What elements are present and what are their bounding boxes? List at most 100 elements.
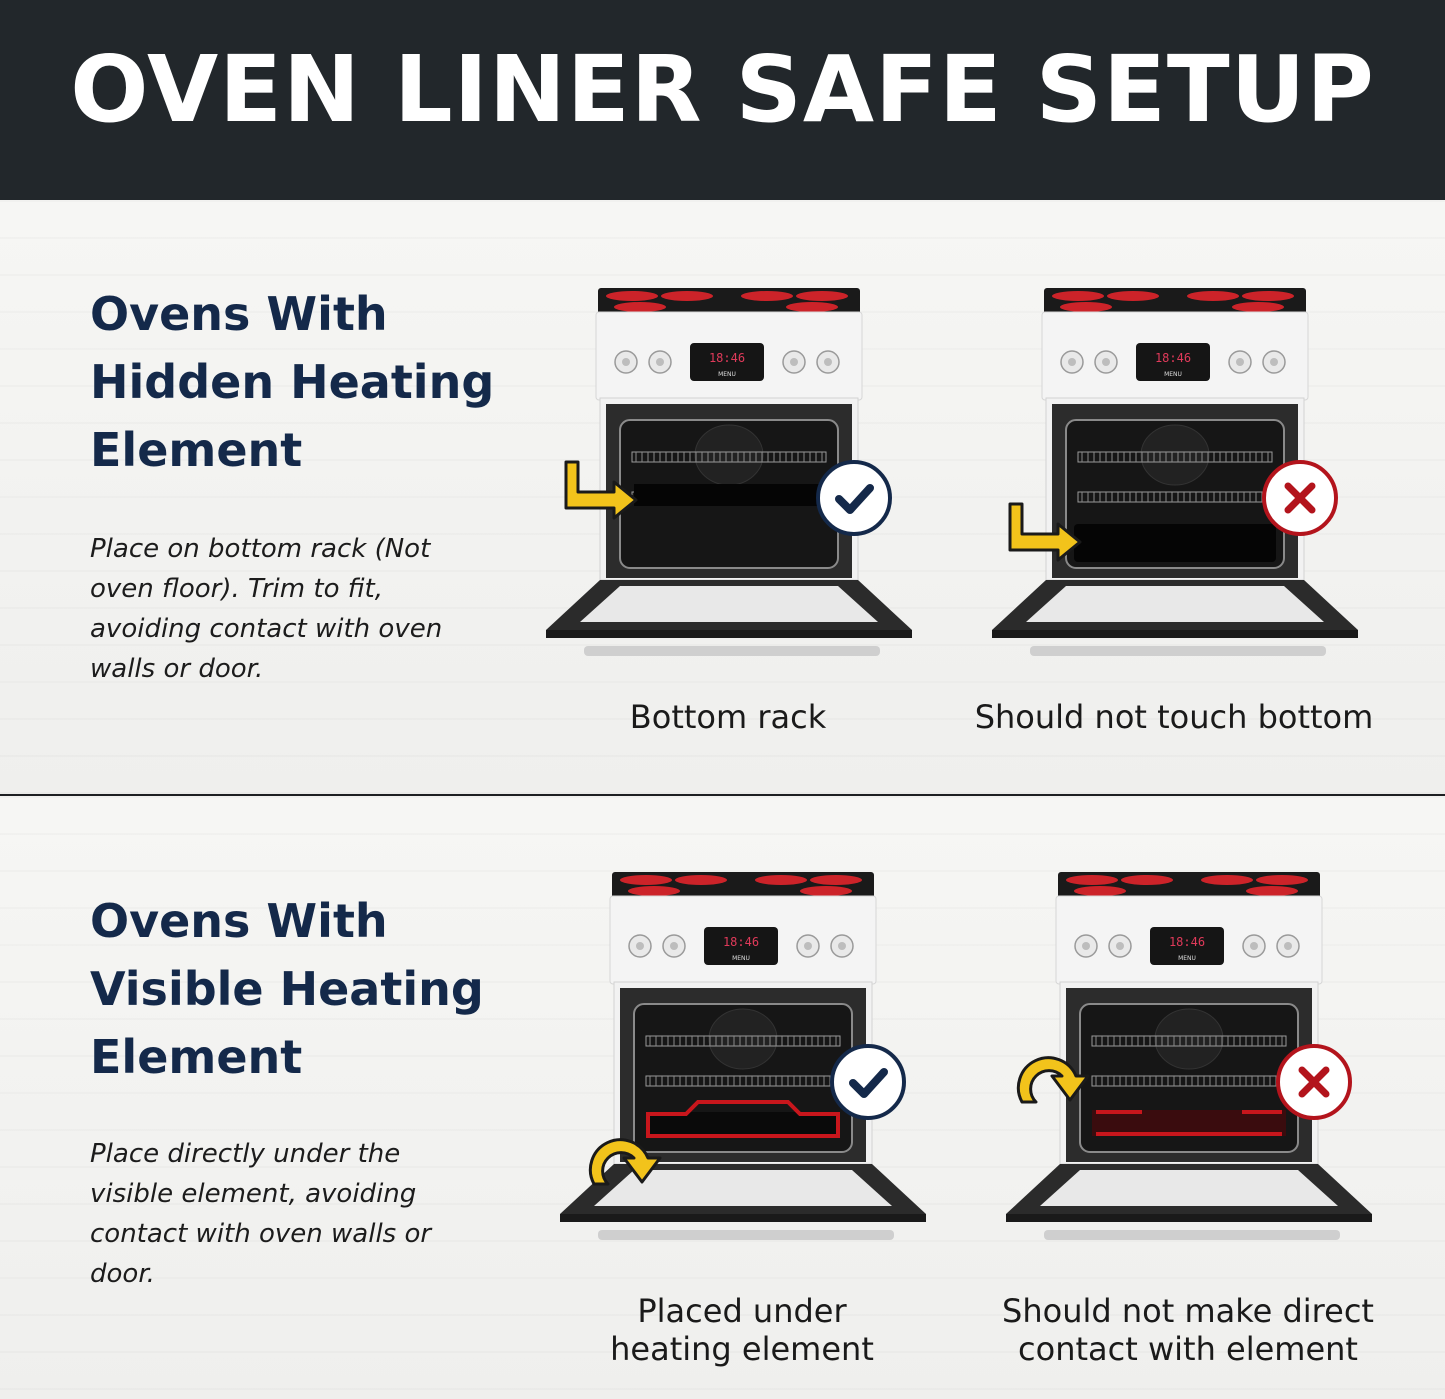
display-time: 18:46	[1155, 351, 1191, 365]
knob-center	[656, 358, 664, 366]
panel-caption: Should not make direct contact with elem…	[1002, 1292, 1374, 1368]
display-menu-label: MENU	[1178, 955, 1196, 962]
burner	[628, 886, 680, 896]
display-menu-label: MENU	[718, 371, 736, 378]
burner	[1242, 291, 1294, 301]
oven-display	[1150, 927, 1224, 965]
check-icon	[835, 484, 874, 514]
knob-center	[1284, 942, 1292, 950]
header-banner: OVEN LINER SAFE SETUP	[0, 0, 1445, 200]
knob-center	[1250, 942, 1258, 950]
burner	[800, 886, 852, 896]
burner	[620, 875, 672, 885]
oven-base	[1044, 1230, 1340, 1240]
knob-center	[1236, 358, 1244, 366]
oven-base	[598, 1230, 894, 1240]
oven-door-edge	[560, 1214, 926, 1222]
burner	[1246, 886, 1298, 896]
arrow-icon	[1008, 502, 1082, 562]
oven-fan	[694, 424, 764, 486]
oven-display	[1136, 343, 1210, 381]
knob-center	[636, 942, 644, 950]
burner	[1121, 875, 1173, 885]
panel-caption: Placed under heating element	[610, 1292, 874, 1368]
burner	[1074, 886, 1126, 896]
knob-center	[804, 942, 812, 950]
oven-door-glass	[580, 586, 878, 622]
oven-display	[704, 927, 778, 965]
burner	[786, 302, 838, 312]
oven-liner	[634, 484, 824, 506]
burner	[1052, 291, 1104, 301]
oven-door-glass	[1040, 1170, 1338, 1206]
burner	[1232, 302, 1284, 312]
burner	[675, 875, 727, 885]
panel-caption: Bottom rack	[629, 698, 827, 736]
arrow-icon	[588, 1138, 662, 1186]
burner	[661, 291, 713, 301]
page-title: OVEN LINER SAFE SETUP	[70, 36, 1375, 143]
burner	[755, 875, 807, 885]
cross-icon	[1298, 1066, 1330, 1098]
knob-center	[1116, 942, 1124, 950]
display-time: 18:46	[709, 351, 745, 365]
oven-door-glass	[594, 1170, 892, 1206]
oven-fan	[1154, 1008, 1224, 1070]
oven-rack	[1077, 451, 1273, 463]
cross-icon	[1284, 482, 1316, 514]
heating-element	[646, 1100, 840, 1138]
oven-liner	[1092, 1110, 1286, 1136]
oven-rack	[631, 451, 827, 463]
knob-center	[824, 358, 832, 366]
display-time: 18:46	[1169, 935, 1205, 949]
knob-center	[790, 358, 798, 366]
display-menu-label: MENU	[732, 955, 750, 962]
burner	[796, 291, 848, 301]
burner	[614, 302, 666, 312]
oven-display	[690, 343, 764, 381]
oven-liner	[1074, 524, 1276, 562]
burner	[1060, 302, 1112, 312]
oven-door-edge	[546, 630, 912, 638]
burner	[1066, 875, 1118, 885]
panel-caption: Should not touch bottom	[974, 698, 1374, 736]
check-badge	[816, 460, 892, 536]
oven-door-glass	[1026, 586, 1324, 622]
knob-center	[622, 358, 630, 366]
section-title: Ovens With Hidden Heating Element	[90, 287, 495, 477]
section-divider	[0, 794, 1445, 796]
arrow-icon	[564, 460, 638, 520]
display-menu-label: MENU	[1164, 371, 1182, 378]
burner	[741, 291, 793, 301]
knob-center	[1270, 358, 1278, 366]
knob-center	[838, 942, 846, 950]
oven-door-edge	[1006, 1214, 1372, 1222]
display-time: 18:46	[723, 935, 759, 949]
section-description: Place directly under the visible element…	[90, 1139, 432, 1289]
burner	[810, 875, 862, 885]
knob-center	[1082, 942, 1090, 950]
oven-fan	[708, 1008, 778, 1070]
check-icon	[849, 1068, 888, 1098]
oven-base	[1030, 646, 1326, 656]
section-title: Ovens With Visible Heating Element	[90, 894, 484, 1084]
burner	[1107, 291, 1159, 301]
burner	[1256, 875, 1308, 885]
burner	[606, 291, 658, 301]
arrow-icon	[1016, 1056, 1090, 1104]
oven-fan	[1140, 424, 1210, 486]
oven-rack	[1091, 1035, 1287, 1047]
oven-rack	[645, 1035, 841, 1047]
knob-center	[1102, 358, 1110, 366]
oven-base	[584, 646, 880, 656]
burner	[1201, 875, 1253, 885]
knob-center	[1068, 358, 1076, 366]
burner	[1187, 291, 1239, 301]
